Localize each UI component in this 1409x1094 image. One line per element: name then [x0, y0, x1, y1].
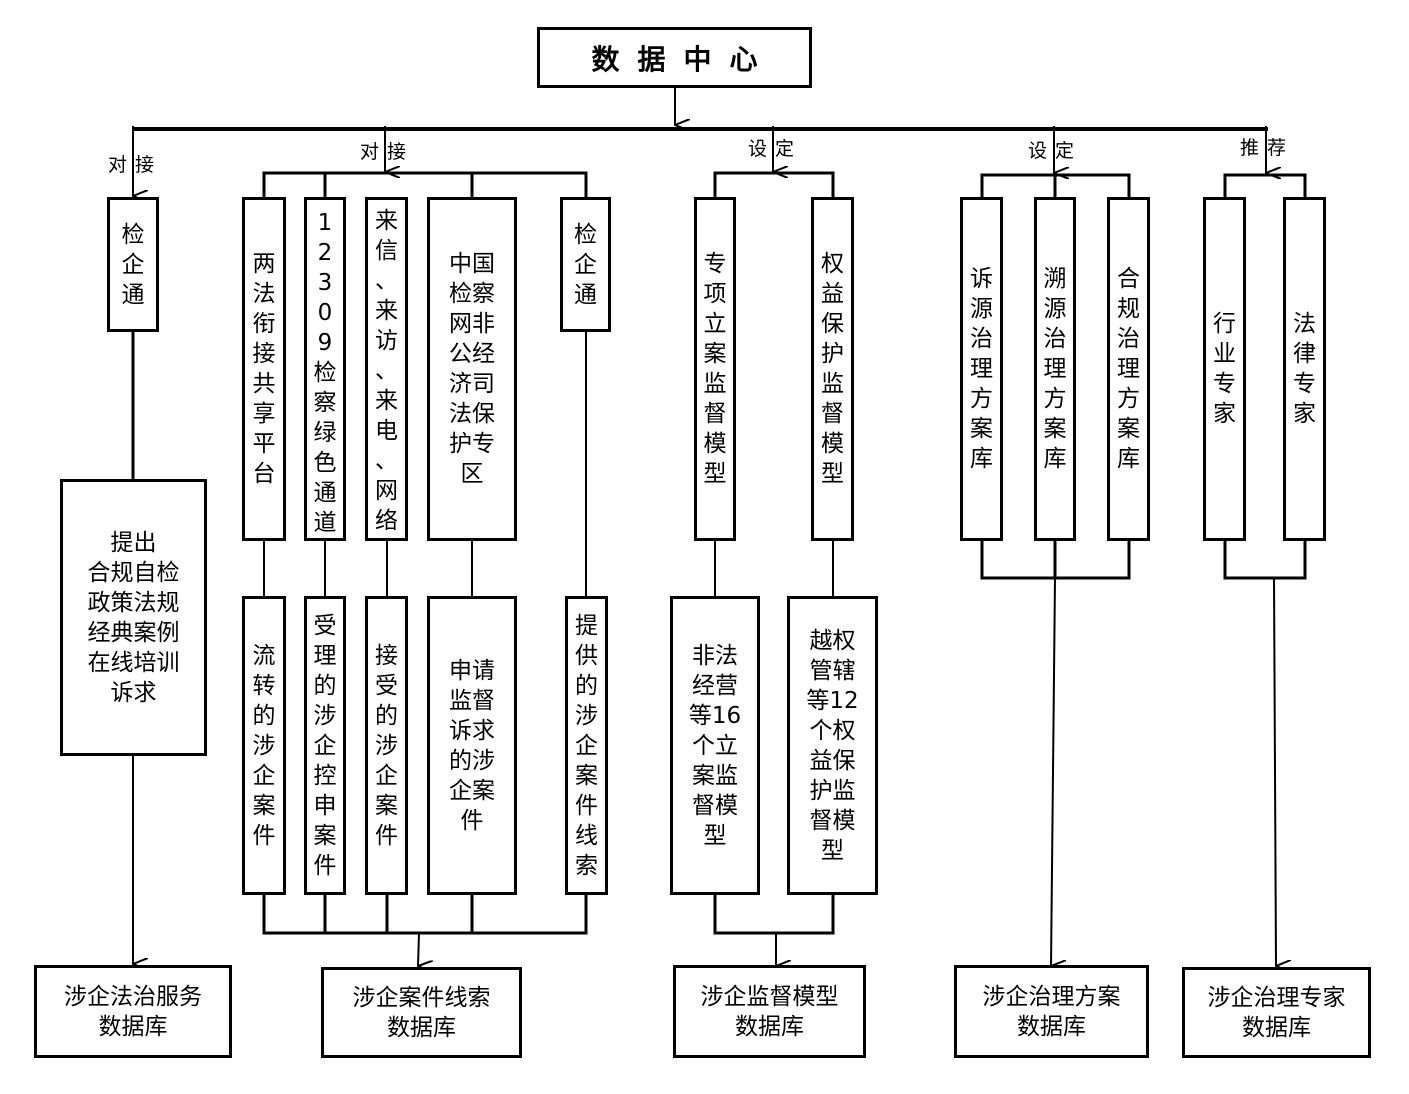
branch2-source-box: 1 2 3 0 9 检 察 绿 色 通 道	[304, 197, 346, 541]
branch1-database-text: 涉企法治服务 数据库	[64, 983, 202, 1040]
branch5-database-box: 涉企治理专家 数据库	[1182, 967, 1371, 1058]
branch2-source-box: 检 企 通	[560, 197, 611, 332]
branch2-case-box: 流 转 的 涉 企 案 件	[242, 596, 286, 895]
branch4-library-text: 诉 源 治 理 方 案 库	[970, 266, 993, 472]
branch1-source-box: 检 企 通	[107, 197, 159, 332]
branch2-source-text: 两 法 衔 接 共 享 平 台	[252, 251, 276, 487]
branch2-case-text: 流 转 的 涉 企 案 件	[252, 642, 276, 849]
branch4-library-box: 溯 源 治 理 方 案 库	[1034, 197, 1076, 541]
branch4-library-box: 诉 源 治 理 方 案 库	[960, 197, 1003, 541]
arrow-branch4-db	[1051, 577, 1055, 966]
branch5-database-text: 涉企治理专家 数据库	[1207, 984, 1346, 1041]
branch3-database-box: 涉企监督模型 数据库	[673, 965, 866, 1058]
branch2-case-text: 受 理 的 涉 企 控 申 案 件	[313, 612, 337, 879]
arrow-branch2-db	[418, 932, 419, 966]
branch5-expert-text: 法 律 专 家	[1293, 311, 1316, 427]
branch2-source-text: 1 2 3 0 9 检 察 绿 色 通 道	[313, 210, 337, 536]
branch2-case-text: 提 供 的 涉 企 案 件 线 索	[575, 612, 598, 879]
branch2-case-box: 申请 监督 诉求 的涉 企案 件	[427, 596, 517, 895]
branch2-case-text: 接 受 的 涉 企 案 件	[375, 642, 398, 849]
branch5-expert-box: 法 律 专 家	[1283, 197, 1326, 541]
branch2-source-box: 两 法 衔 接 共 享 平 台	[242, 197, 286, 541]
branch1-database-box: 涉企法治服务 数据库	[34, 965, 232, 1058]
data-center-title: 数据中心	[591, 42, 776, 76]
branch4-database-text: 涉企治理方案 数据库	[982, 983, 1121, 1040]
branch1-content-text: 提出 合规自检 政策法规 经典案例 在线培训 诉求	[87, 529, 180, 706]
branch3-detail-text: 越权 管辖 等12 个权 益保 护监 督模 型	[806, 627, 859, 864]
branch4-library-text: 溯 源 治 理 方 案 库	[1043, 266, 1067, 472]
branch2-database-box: 涉企案件线索 数据库	[321, 967, 522, 1058]
branch4-library-box: 合 规 治 理 方 案 库	[1107, 197, 1150, 541]
arrow-branch5-db	[1273, 577, 1276, 966]
data-center-title-box: 数据中心	[537, 27, 812, 88]
branch2-source-text: 中国 检察 网非 公经 济司 法保 护专 区	[449, 251, 495, 487]
branch3-label: 设定	[748, 138, 803, 160]
branch1-content-box: 提出 合规自检 政策法规 经典案例 在线培训 诉求	[60, 479, 207, 756]
branch3-model-text: 权 益 保 护 监 督 模 型	[821, 251, 844, 487]
branch2-source-box: 中国 检察 网非 公经 济司 法保 护专 区	[427, 197, 517, 541]
branch3-detail-box: 越权 管辖 等12 个权 益保 护监 督模 型	[787, 596, 878, 895]
branch3-model-box: 专 项 立 案 监 督 模 型	[694, 197, 736, 541]
branch2-source-text: 检 企 通	[574, 221, 597, 308]
branch2-case-box: 提 供 的 涉 企 案 件 线 索	[565, 596, 608, 895]
branch3-model-text: 专 项 立 案 监 督 模 型	[703, 251, 727, 487]
branch2-case-box: 接 受 的 涉 企 案 件	[365, 596, 408, 895]
branch4-label: 设定	[1028, 140, 1083, 162]
branch2-database-text: 涉企案件线索 数据库	[352, 984, 491, 1041]
branch5-label: 推荐	[1240, 137, 1295, 159]
branch2-case-text: 申请 监督 诉求 的涉 企案 件	[449, 657, 495, 834]
branch2-case-box: 受 理 的 涉 企 控 申 案 件	[304, 596, 346, 895]
branch2-source-box: 来 信 、 来 访 、 来 电 、 网 络	[365, 197, 408, 541]
branch2-source-text: 来 信 、 来 访 、 来 电 、 网 络	[375, 208, 398, 534]
branch1-source-text: 检 企 通	[121, 221, 145, 308]
branch5-expert-box: 行 业 专 家	[1203, 197, 1246, 541]
branch2-label: 对接	[360, 141, 415, 163]
branch4-database-box: 涉企治理方案 数据库	[954, 965, 1149, 1058]
branch3-model-box: 权 益 保 护 监 督 模 型	[811, 197, 854, 541]
branch4-library-text: 合 规 治 理 方 案 库	[1117, 266, 1140, 472]
branch3-database-text: 涉企监督模型 数据库	[700, 983, 839, 1040]
branch3-detail-text: 非法 经营 等16 个立 案监 督模 型	[688, 642, 742, 849]
branch3-detail-box: 非法 经营 等16 个立 案监 督模 型	[670, 596, 760, 895]
branch1-label: 对接	[108, 154, 163, 176]
branch5-expert-text: 行 业 专 家	[1213, 311, 1236, 427]
